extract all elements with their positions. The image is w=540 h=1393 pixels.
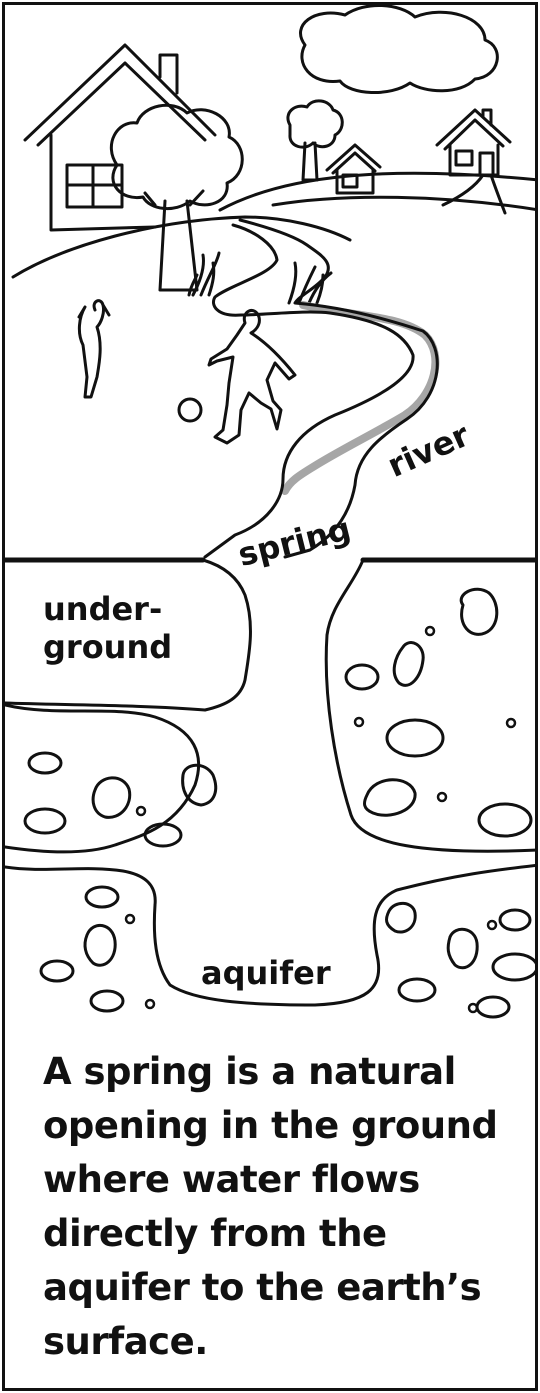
- big-tree: [111, 105, 242, 290]
- boy-figure: [209, 310, 295, 443]
- underground-label: under- ground: [43, 590, 172, 666]
- spring-channel-right: [326, 560, 538, 851]
- river-bank-left: [205, 225, 413, 557]
- spring-channel-left: [203, 560, 250, 710]
- caption-text: A spring is a natural opening in the gro…: [43, 1045, 533, 1369]
- aquifer-label: aquifer: [201, 957, 331, 989]
- small-house-middle: [327, 145, 380, 193]
- child-figure: [79, 301, 109, 397]
- soccer-ball: [179, 399, 201, 421]
- cloud: [301, 5, 498, 92]
- small-tree: [288, 101, 342, 180]
- grass-tuft-right: [289, 263, 331, 303]
- hill-left: [13, 217, 350, 277]
- small-house-right: [437, 110, 510, 213]
